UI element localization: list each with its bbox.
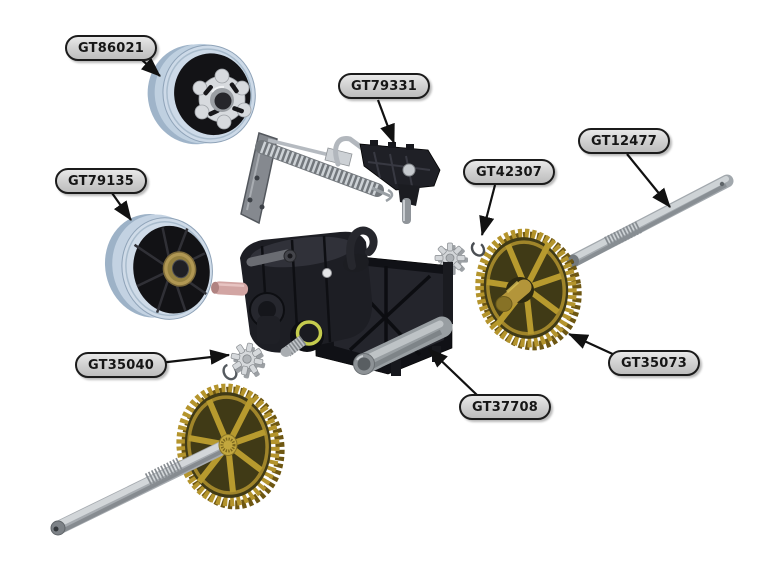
retaining-ring-right bbox=[470, 241, 486, 257]
callout-gt35073: GT35073 bbox=[608, 350, 700, 376]
callout-gt37708: GT37708 bbox=[459, 394, 551, 420]
brass-gear-right bbox=[475, 228, 582, 351]
axle-shaft-right bbox=[566, 174, 734, 268]
arrow-gt37708 bbox=[428, 348, 478, 396]
shaft-spline-section bbox=[604, 221, 642, 249]
shaft-spline-section bbox=[144, 457, 184, 487]
arrow-gt35040 bbox=[158, 349, 231, 365]
arrow-gt86021 bbox=[140, 57, 161, 77]
pulley-lower bbox=[104, 214, 213, 320]
callout-gt42307: GT42307 bbox=[463, 159, 555, 185]
pulley-upper-cam-plate bbox=[192, 68, 252, 130]
cam-plate bbox=[359, 140, 441, 224]
shift-lever bbox=[246, 249, 292, 267]
output-spline-stub bbox=[280, 320, 324, 357]
arrow-gt79135 bbox=[111, 192, 132, 221]
arrow-gt79331 bbox=[376, 99, 396, 145]
tension-bracket-assembly bbox=[240, 132, 441, 225]
callout-arrows bbox=[111, 57, 671, 396]
axle-gear-assembly bbox=[50, 383, 285, 536]
callout-gt86021: GT86021 bbox=[65, 35, 157, 61]
callout-gt79135: GT79135 bbox=[55, 168, 147, 194]
arrow-gt35073 bbox=[568, 333, 618, 357]
callout-gt35040: GT35040 bbox=[75, 352, 167, 378]
brake-lever bbox=[346, 226, 378, 270]
arrow-gt12477 bbox=[626, 153, 671, 208]
axle-shaft-left bbox=[51, 441, 229, 535]
axle-tube bbox=[353, 316, 453, 375]
pink-input-shaft bbox=[211, 281, 249, 296]
callout-gt12477: GT12477 bbox=[578, 128, 670, 154]
tension-spring bbox=[255, 140, 394, 203]
bracket-handle bbox=[333, 135, 380, 167]
pinion-gear-left bbox=[230, 342, 266, 379]
callout-gt79331: GT79331 bbox=[338, 73, 430, 99]
arrow-gt42307 bbox=[479, 184, 497, 237]
